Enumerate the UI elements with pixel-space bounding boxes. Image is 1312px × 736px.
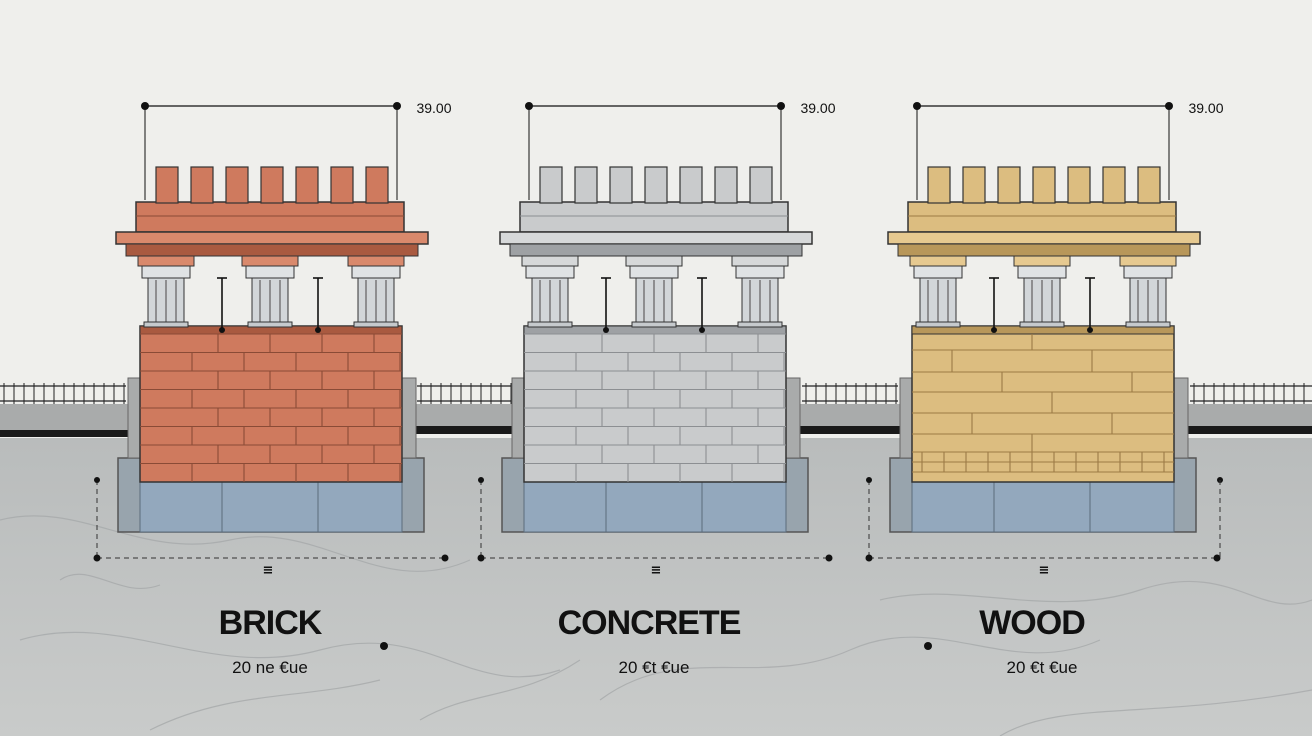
cornice (135, 201, 405, 233)
foundation-block (139, 481, 403, 533)
cornice (907, 201, 1177, 233)
merlon (365, 166, 389, 204)
merlon (997, 166, 1021, 204)
extent-line (865, 477, 1221, 562)
material-title-brick: BRICK (218, 604, 323, 642)
merlon (749, 166, 773, 204)
merlon (330, 166, 354, 204)
pilaster (347, 255, 405, 328)
railing-posts (3, 383, 1305, 404)
dimension-label-wood: 39.00 (1188, 100, 1224, 116)
merlon (260, 166, 284, 204)
merlon (962, 166, 986, 204)
merlon (714, 166, 738, 204)
marker-dot (924, 642, 932, 650)
pilaster (521, 255, 579, 328)
merlon (539, 166, 563, 204)
section-symbol-wood: ≡ (1038, 563, 1050, 578)
wall-coursing (912, 334, 1174, 473)
material-price-concrete: 20 €t €ue (618, 658, 690, 677)
material-price-wood: 20 €t €ue (1006, 658, 1078, 677)
dimension-line (525, 102, 785, 200)
wall-body (911, 325, 1175, 483)
merlon (1137, 166, 1161, 204)
foundation-block (523, 481, 787, 533)
dimension-label-concrete: 39.00 (800, 100, 836, 116)
merlon (927, 166, 951, 204)
wall-body (523, 325, 787, 483)
merlon (155, 166, 179, 204)
merlon (225, 166, 249, 204)
merlon (679, 166, 703, 204)
section-symbol-concrete: ≡ (650, 563, 662, 578)
merlon (1067, 166, 1091, 204)
railing (0, 385, 1312, 402)
wall-body (139, 325, 403, 483)
cornice-ledge (887, 231, 1201, 245)
cornice-ledge (115, 231, 429, 245)
marker-dot (380, 642, 388, 650)
material-column-concrete (477, 102, 833, 562)
wall-coursing (524, 333, 786, 482)
material-column-wood (865, 102, 1221, 562)
merlon (1032, 166, 1056, 204)
extent-line (477, 477, 833, 562)
ground-cracks (0, 515, 1312, 736)
dimension-line (141, 102, 401, 200)
foundation-block (911, 481, 1175, 533)
material-price-brick: 20 ne €ue (232, 658, 308, 677)
dimension-line (913, 102, 1173, 200)
cornice-ledge (499, 231, 813, 245)
merlon (644, 166, 668, 204)
pilaster (1013, 255, 1071, 328)
merlon (574, 166, 598, 204)
ground-walls (0, 404, 1312, 437)
pilaster (137, 255, 195, 328)
merlon (609, 166, 633, 204)
pilaster (241, 255, 299, 328)
pilaster (909, 255, 967, 328)
material-column-brick (93, 102, 449, 562)
merlon (190, 166, 214, 204)
cornice (519, 201, 789, 233)
merlon (1102, 166, 1126, 204)
material-title-concrete: CONCRETE (557, 604, 742, 642)
wall-coursing (140, 333, 402, 482)
merlon (295, 166, 319, 204)
extent-line (93, 477, 449, 562)
dimension-label-brick: 39.00 (416, 100, 452, 116)
section-symbol-brick: ≡ (262, 563, 274, 578)
material-title-wood: WOOD (979, 604, 1086, 642)
pilaster (731, 255, 789, 328)
pilaster (1119, 255, 1177, 328)
pilaster (625, 255, 683, 328)
